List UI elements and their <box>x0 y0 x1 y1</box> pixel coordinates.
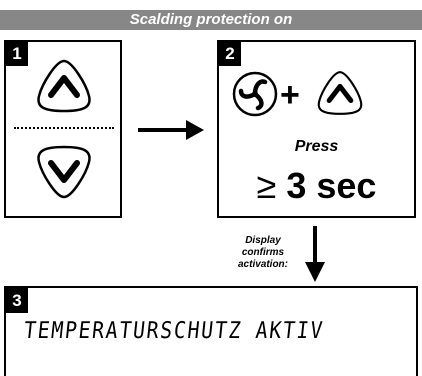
step-1-number: 1 <box>6 42 28 66</box>
confirmation-line-1: Display <box>245 235 281 246</box>
step-2-number: 2 <box>219 42 241 66</box>
duration-value: 3 sec <box>286 165 377 206</box>
down-arrow-button-icon[interactable] <box>34 142 94 202</box>
step-3-panel: 3 TEMPERATURSCHUTZ AKTIV <box>4 286 418 376</box>
plus-sign: + <box>280 76 300 114</box>
step-1-panel: 1 <box>4 40 122 218</box>
step-1-divider <box>14 127 114 129</box>
header-banner: Scalding protection on <box>0 10 422 30</box>
step-3-number: 3 <box>6 288 28 313</box>
greater-equal-symbol: ≥ <box>256 165 277 206</box>
right-arrow-icon <box>138 120 204 140</box>
down-arrow-icon <box>305 226 325 282</box>
up-arrow-button-icon[interactable] <box>34 56 94 116</box>
confirmation-line-2: confirms <box>241 247 285 258</box>
press-label: Press <box>294 138 339 155</box>
up-arrow-button-icon[interactable] <box>315 68 365 118</box>
confirmation-line-3: activation: <box>237 259 288 270</box>
confirmation-caption: Display confirms activation: <box>236 235 290 271</box>
step-2-panel: 2 + Press ≥ 3 sec <box>217 40 416 218</box>
display-readout: TEMPERATURSCHUTZ AKTIV <box>22 318 326 344</box>
press-duration: ≥ 3 sec <box>219 166 414 206</box>
fan-button-icon[interactable] <box>231 70 279 118</box>
